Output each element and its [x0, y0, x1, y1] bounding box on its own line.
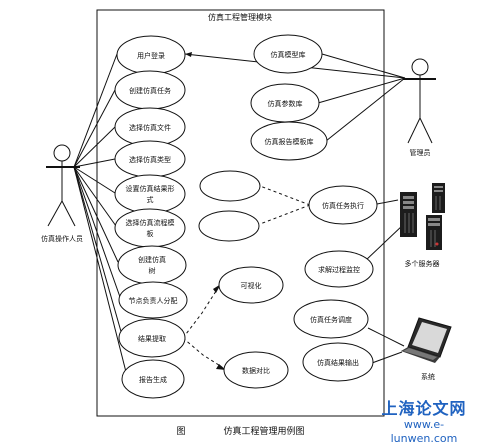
use-case-set-result-format[interactable]: 设置仿真结果形 式	[114, 174, 186, 214]
figure-caption: 仿真工程管理用例图	[223, 425, 304, 437]
svg-text:用户登录: 用户登录	[137, 51, 165, 60]
svg-text:仿真任务调度: 仿真任务调度	[310, 315, 352, 324]
system-boundary-title: 仿真工程管理模块	[208, 12, 272, 22]
use-case-login[interactable]: 用户登录	[116, 35, 186, 75]
svg-text:求解过程监控: 求解过程监控	[318, 265, 360, 274]
svg-text:可视化: 可视化	[241, 281, 262, 290]
use-case-monitor[interactable]: 求解过程监控	[304, 250, 374, 288]
actor-servers-label: 多个服务器	[405, 259, 440, 268]
watermark-title: 上海论文网	[381, 399, 467, 418]
svg-text:报告生成: 报告生成	[139, 375, 167, 384]
use-case-compare[interactable]: 数据对比	[223, 351, 289, 389]
actor-system-label: 系统	[421, 372, 435, 381]
watermark-url: www.e-lunwen.com	[390, 418, 458, 445]
use-case-select-file[interactable]: 选择仿真文件	[114, 107, 186, 147]
svg-text:树: 树	[149, 266, 156, 275]
svg-text:选择仿真文件: 选择仿真文件	[129, 123, 171, 132]
svg-text:仿真报告模板库: 仿真报告模板库	[265, 137, 314, 146]
svg-text:式: 式	[147, 195, 154, 204]
svg-text:选择仿真类型: 选择仿真类型	[129, 155, 171, 164]
laptop-icon	[401, 317, 452, 363]
use-case-model-library[interactable]: 仿真模型库	[253, 34, 323, 74]
svg-text:板: 板	[147, 229, 154, 238]
svg-text:创建仿真: 创建仿真	[138, 255, 166, 264]
svg-text:仿真任务执行: 仿真任务执行	[322, 201, 364, 210]
watermark: 上海论文网 www.e-lunwen.com	[372, 400, 476, 446]
svg-text:设置仿真结果形: 设置仿真结果形	[126, 184, 175, 193]
use-case-parameter-library[interactable]: 仿真参数库	[250, 83, 320, 123]
use-case-output-result[interactable]: 仿真结果输出	[302, 342, 374, 382]
use-case-visualize[interactable]: 可视化	[218, 266, 284, 304]
use-case-select-template[interactable]: 选择仿真流程模 板	[114, 208, 186, 248]
use-case-unnamed-1[interactable]	[199, 170, 261, 202]
use-case-extract-result[interactable]: 结果提取	[118, 318, 186, 358]
svg-text:创建仿真任务: 创建仿真任务	[129, 86, 171, 95]
use-case-assign-node[interactable]: 节点负责人分配	[118, 281, 188, 319]
server-icon	[400, 183, 445, 250]
actor-operator-label: 仿真操作人员	[41, 234, 83, 243]
actor-admin-label: 管理员	[410, 148, 431, 157]
actor-operator[interactable]: 仿真操作人员	[41, 144, 83, 243]
external-associations	[364, 199, 405, 364]
operator-associations	[73, 53, 127, 373]
svg-text:仿真结果输出: 仿真结果输出	[317, 358, 359, 367]
actor-admin[interactable]: 管理员	[403, 58, 436, 157]
use-case-execute-task[interactable]: 仿真任务执行	[308, 185, 378, 225]
actor-servers[interactable]: 多个服务器	[400, 183, 445, 268]
system-boundary	[96, 9, 385, 417]
actor-system[interactable]: 系统	[401, 317, 452, 381]
use-case-create-tree[interactable]: 创建仿真 树	[117, 245, 187, 285]
svg-text:数据对比: 数据对比	[242, 366, 270, 375]
use-case-generate-report[interactable]: 报告生成	[121, 359, 185, 399]
use-case-unnamed-2[interactable]	[198, 210, 260, 242]
svg-text:仿真参数库: 仿真参数库	[268, 99, 303, 108]
use-case-report-template-library[interactable]: 仿真报告模板库	[250, 121, 328, 161]
svg-text:结果提取: 结果提取	[138, 334, 166, 343]
use-case-schedule[interactable]: 仿真任务调度	[293, 299, 369, 339]
svg-text:选择仿真流程模: 选择仿真流程模	[126, 218, 175, 227]
use-case-create-task[interactable]: 创建仿真任务	[114, 70, 186, 110]
svg-text:仿真模型库: 仿真模型库	[271, 50, 306, 59]
figure-caption-label: 图	[176, 426, 185, 437]
use-case-select-type[interactable]: 选择仿真类型	[114, 140, 186, 178]
svg-text:节点负责人分配: 节点负责人分配	[129, 296, 178, 305]
